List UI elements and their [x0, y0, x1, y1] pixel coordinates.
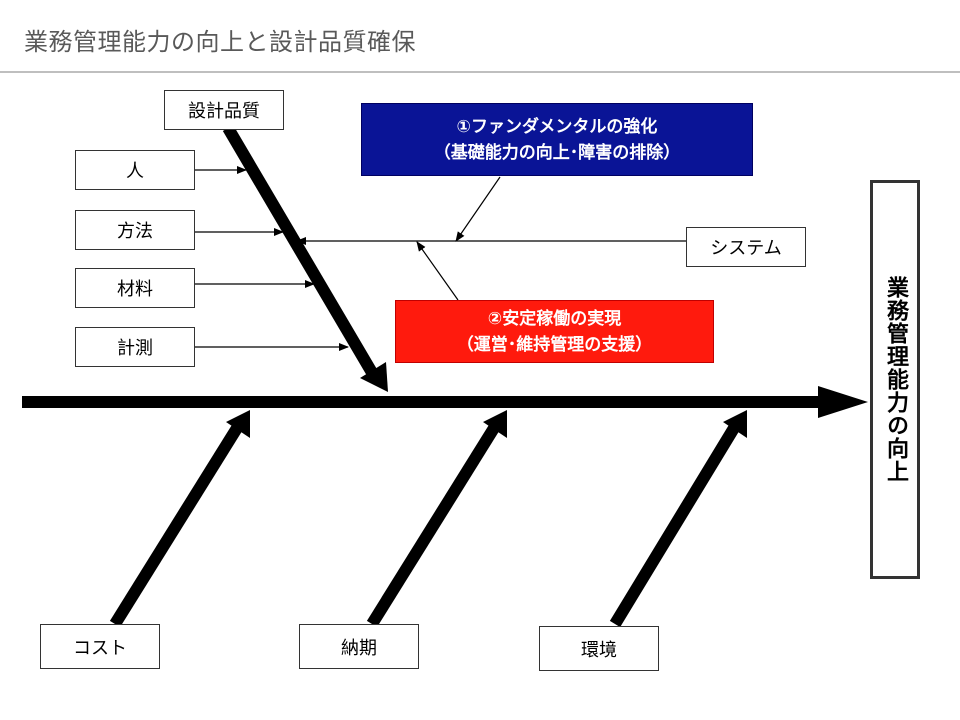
- goal-label: 業務管理能力の向上: [883, 276, 908, 483]
- callout-fundamental-line2: （基礎能力の向上･障害の排除）: [433, 142, 681, 163]
- bone-environment-arrowhead: [723, 410, 747, 438]
- callout-stable-line1: ②安定稼働の実現: [487, 308, 622, 329]
- label-material: 材料: [75, 268, 195, 308]
- bone-design-quality: [222, 124, 380, 380]
- label-method: 方法: [75, 210, 195, 250]
- pointer-stable: [416, 241, 459, 301]
- title-divider: [0, 71, 960, 73]
- bone-delivery-arrowhead: [483, 410, 507, 438]
- pointer-fundamental: [455, 176, 501, 242]
- label-system: システム: [686, 227, 806, 267]
- label-cost: コスト: [40, 624, 160, 669]
- callout-stable-line2: （運営･維持管理の支援）: [456, 334, 653, 355]
- main-spine-arrowhead: [818, 386, 868, 418]
- bone-cost: [109, 424, 243, 628]
- goal-box: 業務管理能力の向上: [870, 180, 920, 579]
- label-delivery: 納期: [299, 624, 419, 669]
- label-environment: 環境: [539, 626, 659, 671]
- bone-design-quality-arrowhead: [360, 362, 388, 392]
- callout-fundamental-line1: ①ファンダメンタルの強化: [456, 116, 658, 137]
- label-design-quality: 設計品質: [164, 90, 284, 130]
- callout-stable: ②安定稼働の実現 （運営･維持管理の支援）: [395, 300, 714, 363]
- label-person: 人: [75, 150, 195, 190]
- bone-environment: [609, 424, 740, 628]
- page-title: 業務管理能力の向上と設計品質確保: [24, 28, 416, 56]
- bone-cost-arrowhead: [226, 410, 250, 438]
- callout-fundamental: ①ファンダメンタルの強化 （基礎能力の向上･障害の排除）: [361, 103, 753, 176]
- bone-delivery: [366, 424, 500, 628]
- label-measurement: 計測: [75, 327, 195, 367]
